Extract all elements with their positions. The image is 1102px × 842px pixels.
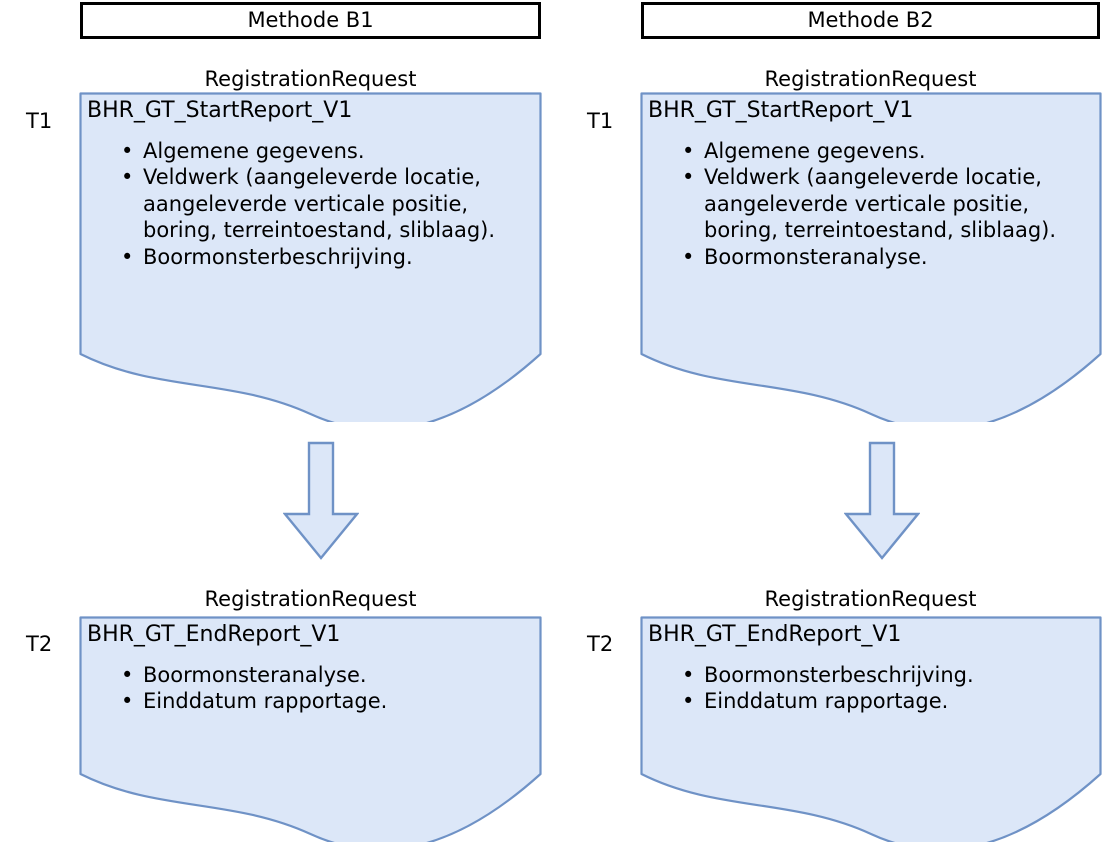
- method-header-b1: Methode B1: [80, 2, 541, 39]
- registration-request-caption-b2-t2: RegistrationRequest: [764, 587, 977, 611]
- document-outline-icon: [79, 616, 542, 842]
- bullet-icon: •: [682, 689, 695, 714]
- bullet-icon: •: [682, 165, 695, 190]
- document-content-b1-t2: BHR_GT_EndReport_V1 • Boormonsteranalyse…: [79, 616, 542, 715]
- list-item-label: Boormonsterbeschrijving.: [143, 244, 413, 269]
- list-item-label: Boormonsteranalyse.: [143, 662, 367, 687]
- registration-request-caption-b2-t1: RegistrationRequest: [764, 67, 977, 91]
- list-item: • Algemene gegevens.: [121, 138, 534, 164]
- method-header-b2-label: Methode B2: [807, 8, 934, 32]
- registration-request-caption-b1-t2: RegistrationRequest: [204, 587, 417, 611]
- list-item-label: Veldwerk (aangeleverde locatie, aangelev…: [704, 165, 1057, 243]
- bullet-icon: •: [682, 138, 695, 163]
- method-header-b1-label: Methode B1: [247, 8, 374, 32]
- list-item: • Boormonsteranalyse.: [682, 244, 1094, 270]
- time-label-b1-t2: T2: [26, 632, 53, 656]
- flow-arrow-b1: [283, 441, 359, 561]
- document-content-b1-t1: BHR_GT_StartReport_V1 • Algemene gegeven…: [79, 92, 542, 270]
- document-shape-b2-t1: BHR_GT_StartReport_V1 • Algemene gegeven…: [640, 92, 1102, 422]
- document-outline-icon: [640, 616, 1102, 842]
- bullet-icon: •: [121, 138, 134, 163]
- document-title-b1-t1: BHR_GT_StartReport_V1: [87, 98, 353, 123]
- list-item: • Einddatum rapportage.: [682, 688, 1094, 714]
- document-title-b2-t2: BHR_GT_EndReport_V1: [648, 622, 902, 647]
- document-title-b2-t1: BHR_GT_StartReport_V1: [648, 98, 914, 123]
- document-shape-b1-t2: BHR_GT_EndReport_V1 • Boormonsteranalyse…: [79, 616, 542, 842]
- document-bullet-list-b1-t2: • Boormonsteranalyse. • Einddatum rappor…: [87, 662, 534, 715]
- document-bullet-list-b1-t1: • Algemene gegevens. • Veldwerk (aangele…: [87, 138, 534, 270]
- list-item: • Veldwerk (aangeleverde locatie, aangel…: [121, 164, 534, 243]
- bullet-icon: •: [121, 244, 134, 269]
- list-item-label: Boormonsteranalyse.: [704, 244, 928, 269]
- list-item: • Boormonsterbeschrijving.: [121, 244, 534, 270]
- list-item-label: Veldwerk (aangeleverde locatie, aangelev…: [143, 165, 496, 243]
- list-item: • Einddatum rapportage.: [121, 688, 534, 714]
- document-outline-icon: [79, 92, 542, 422]
- document-shape-b2-t2: BHR_GT_EndReport_V1 • Boormonsterbeschri…: [640, 616, 1102, 842]
- list-item: • Boormonsteranalyse.: [121, 662, 534, 688]
- time-label-b2-t1: T1: [587, 109, 614, 133]
- document-bullet-list-b2-t1: • Algemene gegevens. • Veldwerk (aangele…: [648, 138, 1094, 270]
- flow-arrow-b2: [844, 441, 920, 561]
- list-item: • Boormonsterbeschrijving.: [682, 662, 1094, 688]
- bullet-icon: •: [121, 662, 134, 687]
- list-item-label: Einddatum rapportage.: [704, 689, 949, 714]
- bullet-icon: •: [682, 244, 695, 269]
- document-content-b2-t2: BHR_GT_EndReport_V1 • Boormonsterbeschri…: [640, 616, 1102, 715]
- time-label-b2-t2: T2: [587, 632, 614, 656]
- document-bullet-list-b2-t2: • Boormonsterbeschrijving. • Einddatum r…: [648, 662, 1094, 715]
- list-item-label: Algemene gegevens.: [143, 138, 365, 163]
- list-item-label: Algemene gegevens.: [704, 138, 926, 163]
- document-shape-b1-t1: BHR_GT_StartReport_V1 • Algemene gegeven…: [79, 92, 542, 422]
- bullet-icon: •: [121, 165, 134, 190]
- time-label-b1-t1: T1: [26, 109, 53, 133]
- down-arrow-icon: [844, 441, 920, 560]
- document-outline-icon: [640, 92, 1102, 422]
- bullet-icon: •: [121, 689, 134, 714]
- bullet-icon: •: [682, 662, 695, 687]
- list-item: • Algemene gegevens.: [682, 138, 1094, 164]
- down-arrow-icon: [283, 441, 359, 560]
- registration-request-caption-b1-t1: RegistrationRequest: [204, 67, 417, 91]
- list-item: • Veldwerk (aangeleverde locatie, aangel…: [682, 164, 1094, 243]
- document-title-b1-t2: BHR_GT_EndReport_V1: [87, 622, 341, 647]
- document-content-b2-t1: BHR_GT_StartReport_V1 • Algemene gegeven…: [640, 92, 1102, 270]
- list-item-label: Boormonsterbeschrijving.: [704, 662, 974, 687]
- method-header-b2: Methode B2: [641, 2, 1100, 39]
- list-item-label: Einddatum rapportage.: [143, 689, 388, 714]
